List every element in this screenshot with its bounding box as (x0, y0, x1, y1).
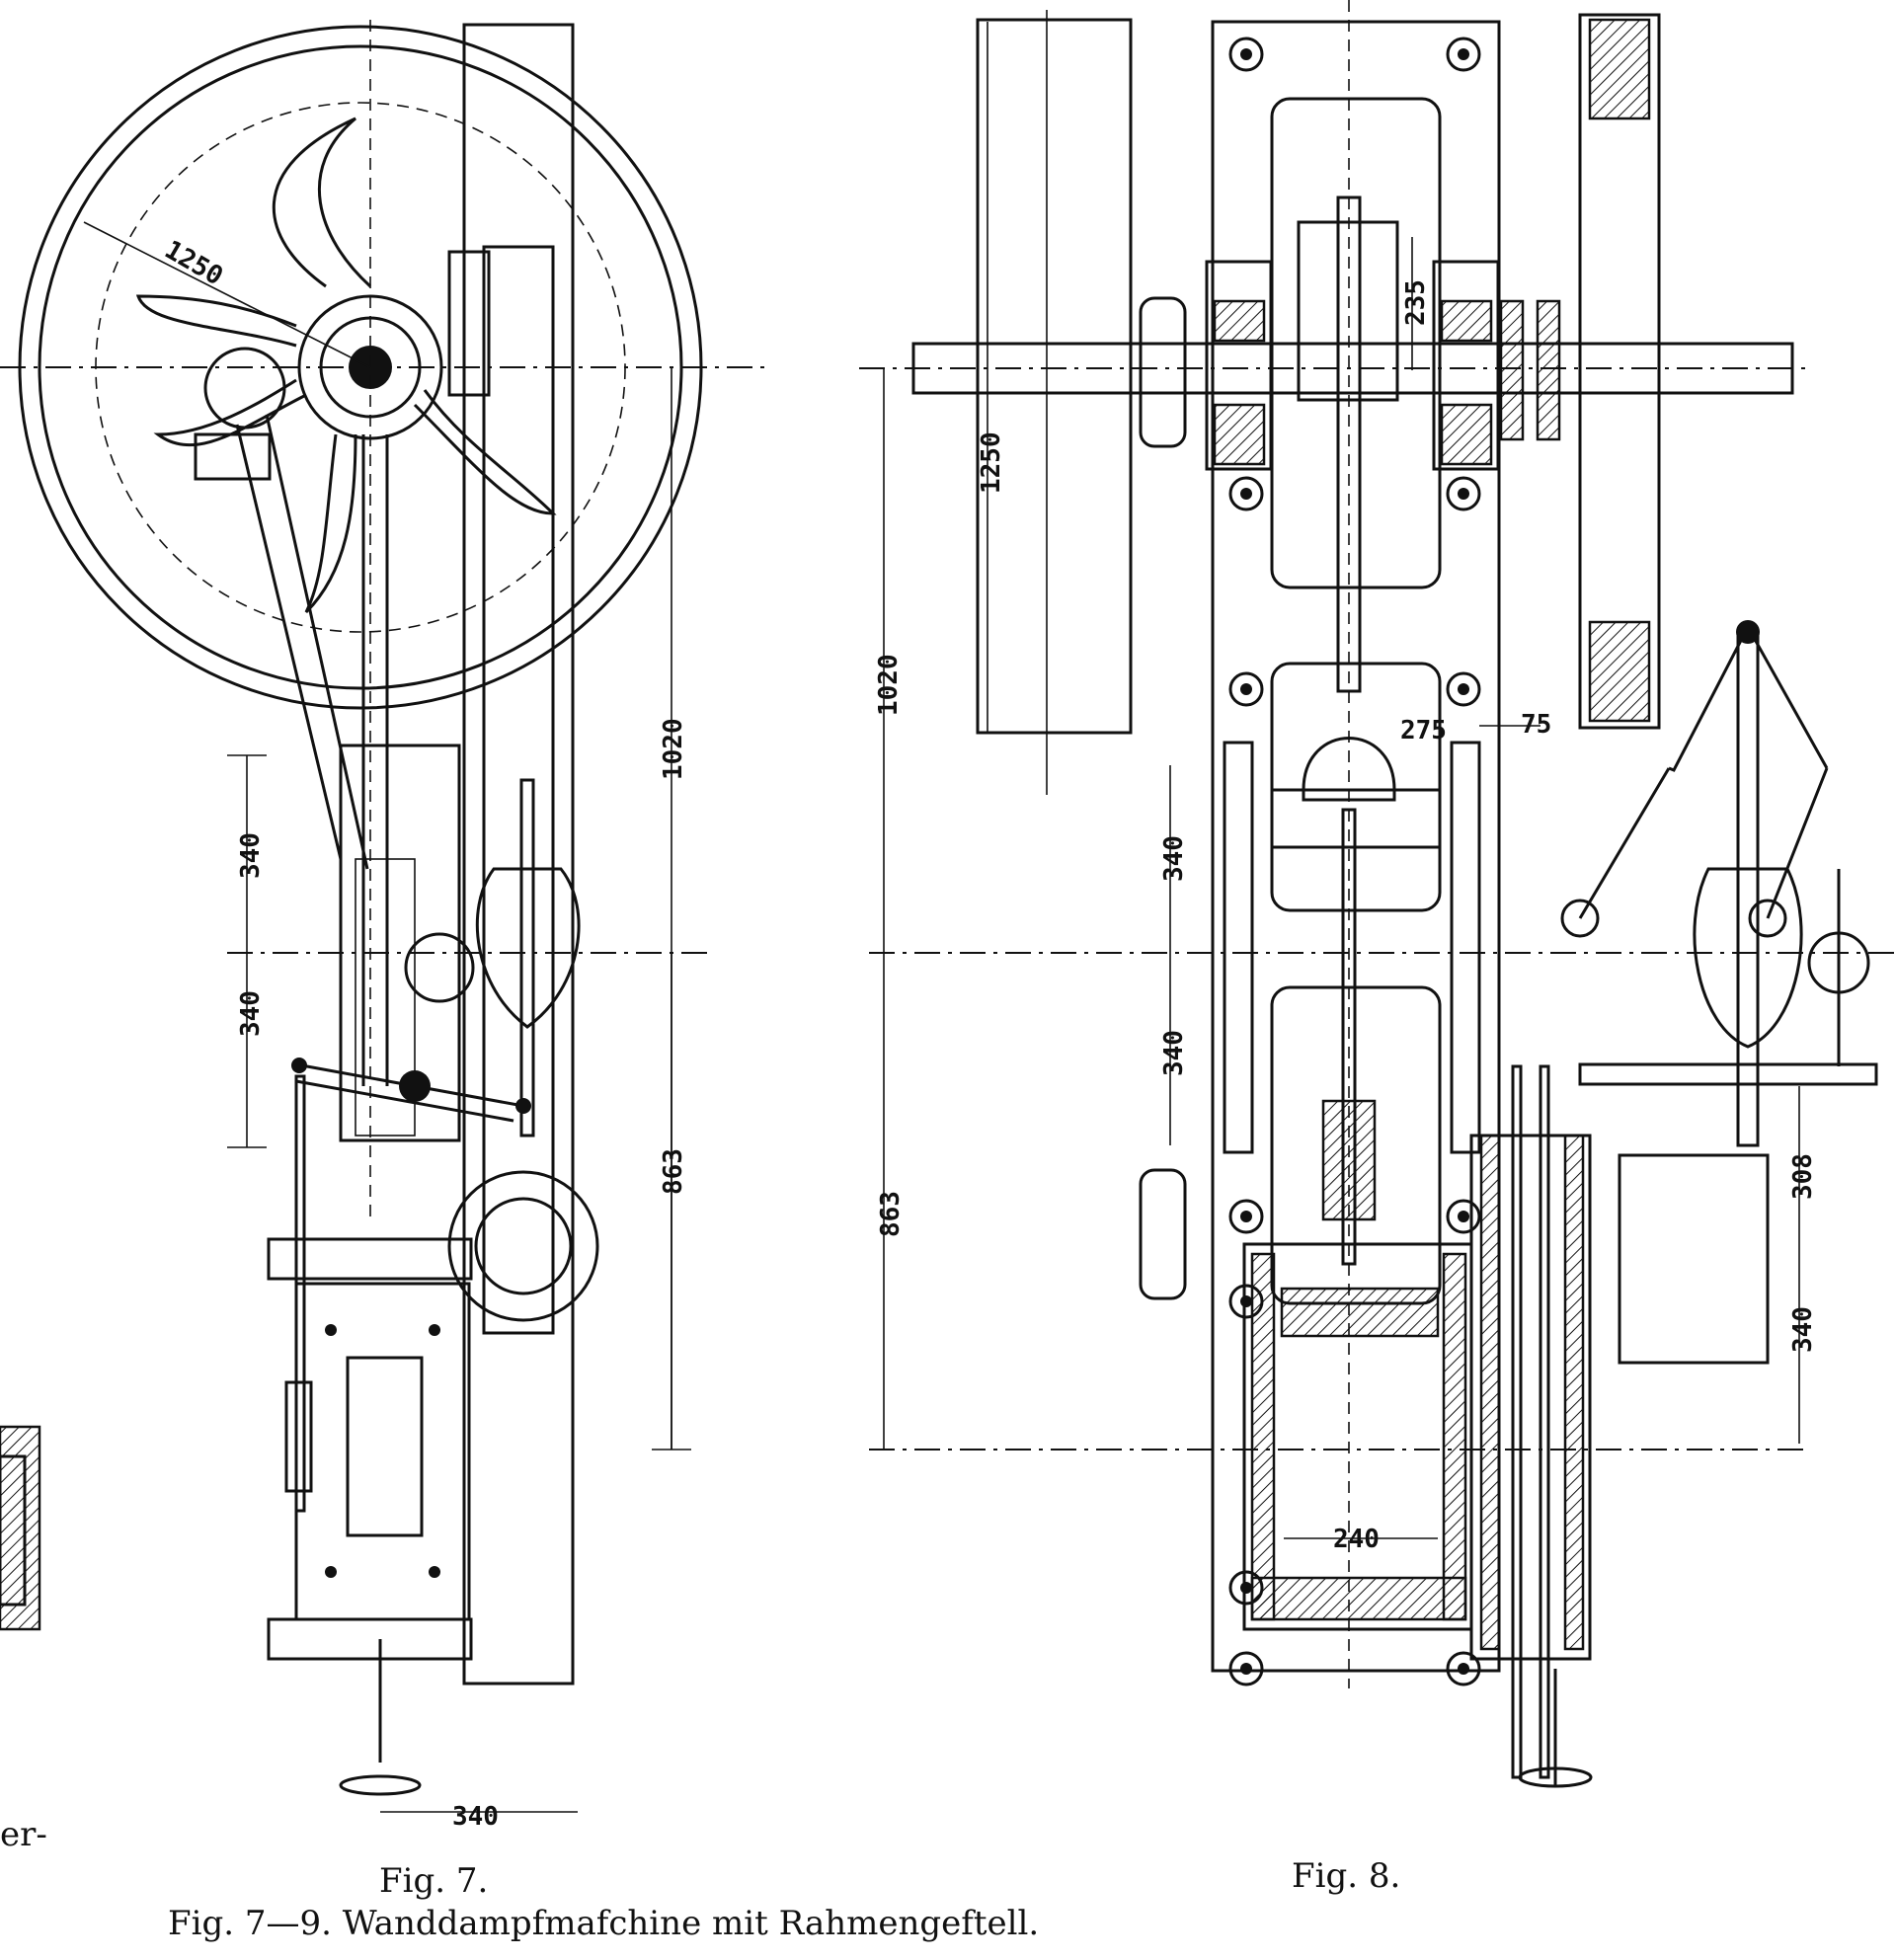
fig7-dim-340-base: 340 (452, 1802, 499, 1832)
fig8-governor-arm-rail (1578, 1062, 1878, 1086)
fig8-dim-275: 275 (1400, 716, 1447, 745)
fig7-drawing: 1250 1020 863 340 340 340 (0, 20, 770, 1832)
fig8-governor-bracket (1618, 1153, 1770, 1365)
fig9-fragment (0, 1425, 41, 1631)
fig7-guide-frame (339, 744, 461, 1142)
fig8-cylinder-wall-right (1442, 1252, 1467, 1621)
fig8-dim-308: 308 (1788, 1153, 1818, 1200)
figure-caption: Fig. 7—9. Wanddampfmafchine mit Rahmenge… (168, 1904, 1040, 1943)
fig8-dim-235: 235 (1401, 279, 1431, 326)
fig7-guide-bars (355, 858, 416, 1137)
fig7-lever-pivot (399, 1070, 431, 1102)
fig8-governor-spindle (1736, 630, 1760, 1147)
fig8-valve-rod (1539, 1064, 1550, 1779)
fig8-bearing-right-block (1440, 299, 1493, 343)
fig8-bearing-left-block (1213, 299, 1266, 343)
fig8-dim-340-lower: 340 (1159, 1030, 1189, 1076)
fig7-dim-1020: 1020 (659, 718, 688, 780)
fig8-dim-240: 240 (1333, 1525, 1380, 1554)
fig8-pulley-rim (1588, 18, 1651, 120)
fig8-valve-chest (1469, 1134, 1592, 1661)
fig7-governor-ball (404, 932, 475, 1003)
fig7-eccentric-strap (194, 432, 272, 481)
fig7-frame-bolt (325, 1566, 337, 1578)
fig8-drawing: 1250 1020 863 340 340 235 275 75 308 340… (859, 0, 1896, 1788)
fig7-frame-bolt (429, 1324, 440, 1336)
fig8-crank (1297, 220, 1399, 402)
fig8-piston (1280, 1287, 1440, 1338)
fig7-dim-340-upper: 340 (236, 832, 266, 879)
left-fragment-text: er- (0, 1815, 47, 1854)
fig8-dim-75: 75 (1521, 710, 1551, 740)
fig7-dim-1250: 1250 (160, 235, 228, 291)
fig8-governor-arms (1668, 623, 1829, 772)
fig7-cylinder-flange (267, 1617, 473, 1661)
fig8-eccentric (1499, 299, 1525, 441)
fig7-flywheel-spoke (304, 433, 357, 614)
fig8-valve-chest-wall (1563, 1134, 1585, 1651)
fig8-valve-chest-wall (1479, 1134, 1501, 1651)
fig7-label: Fig. 7. (379, 1861, 489, 1901)
fig8-handwheel-upper (1139, 296, 1187, 448)
fig7-handwheel (339, 1774, 422, 1796)
fig7-cylinder-flange (267, 1237, 473, 1281)
fig8-guide-right (1450, 741, 1481, 1154)
fig8-governor-arms (1578, 767, 1829, 919)
fig8-bearing-left-block (1213, 403, 1266, 466)
fig7-flywheel-spoke (135, 294, 297, 348)
fig8-dim-340-governor: 340 (1788, 1306, 1818, 1353)
fig7-frame-bolt (325, 1324, 337, 1336)
fig7-frame-bolt (429, 1566, 440, 1578)
fig8-frame-bolts (1228, 37, 1481, 1686)
fig7-governor-spindle (519, 778, 535, 1137)
fig8-crosshead-slide (1270, 788, 1442, 849)
fig8-dim-1020: 1020 (874, 654, 904, 716)
fig7-valve-gear (284, 1380, 313, 1493)
fig8-pulley-rim (1588, 620, 1651, 723)
fig8-stuffing-box (1321, 1099, 1377, 1221)
fig8-governor-ball (1560, 899, 1600, 938)
fig8-cylinder-wall-left (1250, 1252, 1276, 1621)
fig8-dim-340-upper: 340 (1159, 835, 1189, 882)
fig8-handwheel-lower (1139, 1168, 1187, 1300)
fig7-dim-863: 863 (659, 1148, 688, 1195)
fig7-eccentric-rod (265, 414, 369, 870)
fig8-dim-1250: 1250 (977, 431, 1006, 494)
fig7-dim-340-lower: 340 (236, 990, 266, 1037)
fig7-lever (295, 1079, 514, 1123)
fig8-flywheel (976, 18, 1133, 735)
fig7-flywheel-spoke (272, 117, 372, 288)
fig8-handwheel-small (1518, 1766, 1593, 1788)
fig7-lever-pivot (515, 1098, 531, 1114)
fig8-cylinder-head (1250, 1576, 1467, 1621)
fig7-dim-1250-line (83, 221, 371, 368)
fig7-eccentric (203, 347, 286, 430)
fig7-flywheel-spoke (153, 378, 307, 446)
fig8-bearing-right-block (1440, 403, 1493, 466)
fig8-eccentric (1536, 299, 1561, 441)
fig8-guide-left (1223, 741, 1254, 1154)
fig8-valve-rod (1511, 1064, 1523, 1779)
fig7-valve-rod (294, 1074, 306, 1513)
fig7-cylinder (294, 1282, 471, 1621)
fig8-dim-863: 863 (876, 1191, 906, 1237)
fig8-governor-bell (1693, 867, 1803, 1049)
fig7-frame-upright-inner (482, 245, 555, 1335)
fig7-pulley (447, 1170, 599, 1322)
fig7-pulley-inner (474, 1197, 573, 1295)
fig7-governor-bell (475, 867, 581, 1029)
fig8-bearing-right (1432, 260, 1500, 471)
fig8-label: Fig. 8. (1292, 1856, 1401, 1896)
fig8-governor-ball (1748, 899, 1787, 938)
fig7-bearing (447, 250, 491, 397)
fig7-lever-pivot (291, 1058, 307, 1073)
fig8-pulley (1578, 13, 1661, 730)
fig7-cylinder-window (346, 1356, 424, 1537)
fig7-frame-upright (462, 23, 575, 1686)
fig7-eccentric-rod (235, 424, 343, 860)
fig8-frame (1211, 20, 1501, 1673)
fig8-bearing-left (1205, 260, 1273, 471)
